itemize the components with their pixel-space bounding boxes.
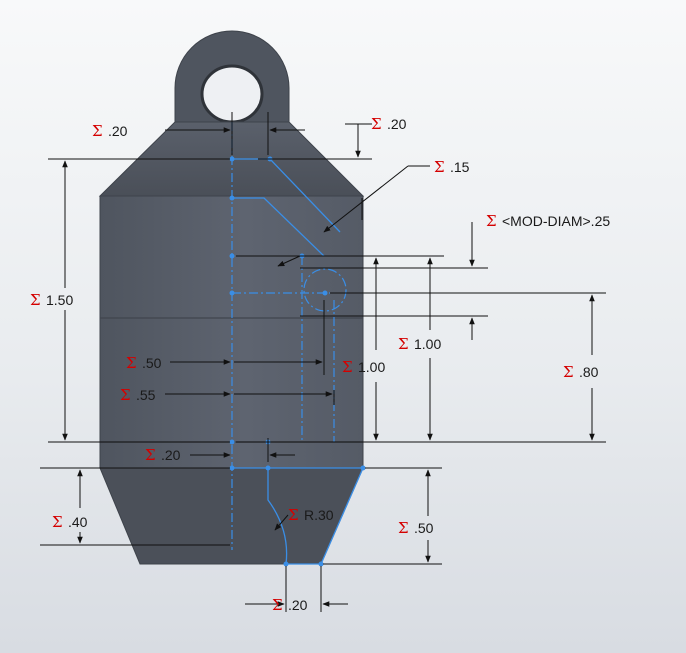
driven-symbol: Σ <box>563 363 574 381</box>
driven-symbol: Σ <box>145 446 156 464</box>
dim-hole-depth[interactable]: .50 <box>142 355 162 371</box>
dim-hole-depth-2[interactable]: .55 <box>136 387 156 403</box>
dim-height-080[interactable]: .80 <box>579 364 599 380</box>
dim-tip-width[interactable]: .20 <box>288 597 308 613</box>
driven-symbol: Σ <box>52 513 63 531</box>
dim-eye-width[interactable]: .20 <box>108 123 128 139</box>
driven-symbol: Σ <box>398 519 409 537</box>
dim-chamfer[interactable]: .15 <box>450 159 470 175</box>
dim-top-offset[interactable]: .20 <box>387 116 407 132</box>
dim-height-b[interactable]: 1.00 <box>414 336 441 352</box>
dim-bottom-cone[interactable]: .50 <box>414 520 434 536</box>
dim-height-a[interactable]: 1.00 <box>358 359 385 375</box>
dim-bottom-height[interactable]: .40 <box>68 514 88 530</box>
driven-symbol: Σ <box>288 506 299 524</box>
driven-symbol: Σ <box>371 115 382 133</box>
driven-symbol: Σ <box>272 596 283 614</box>
driven-symbol: Σ <box>342 358 353 376</box>
driven-symbol: Σ <box>126 354 137 372</box>
driven-symbol: Σ <box>120 386 131 404</box>
sketch-geometry[interactable] <box>229 122 366 567</box>
dim-bottom-offset[interactable]: .20 <box>161 447 181 463</box>
dim-body-height[interactable]: 1.50 <box>46 292 73 308</box>
dimension-labels[interactable]: Σ .20 Σ .20 Σ .15 Σ <MOD-DIAM>.25 Σ 1.50… <box>30 115 610 614</box>
driven-symbol: Σ <box>486 212 497 230</box>
dim-radius[interactable]: R.30 <box>304 507 334 523</box>
driven-symbol: Σ <box>92 122 103 140</box>
dim-mod-diam[interactable]: <MOD-DIAM>.25 <box>502 213 610 229</box>
driven-symbol: Σ <box>434 158 445 176</box>
driven-symbol: Σ <box>398 335 409 353</box>
dimension-lines <box>40 112 606 612</box>
driven-symbol: Σ <box>30 291 41 309</box>
